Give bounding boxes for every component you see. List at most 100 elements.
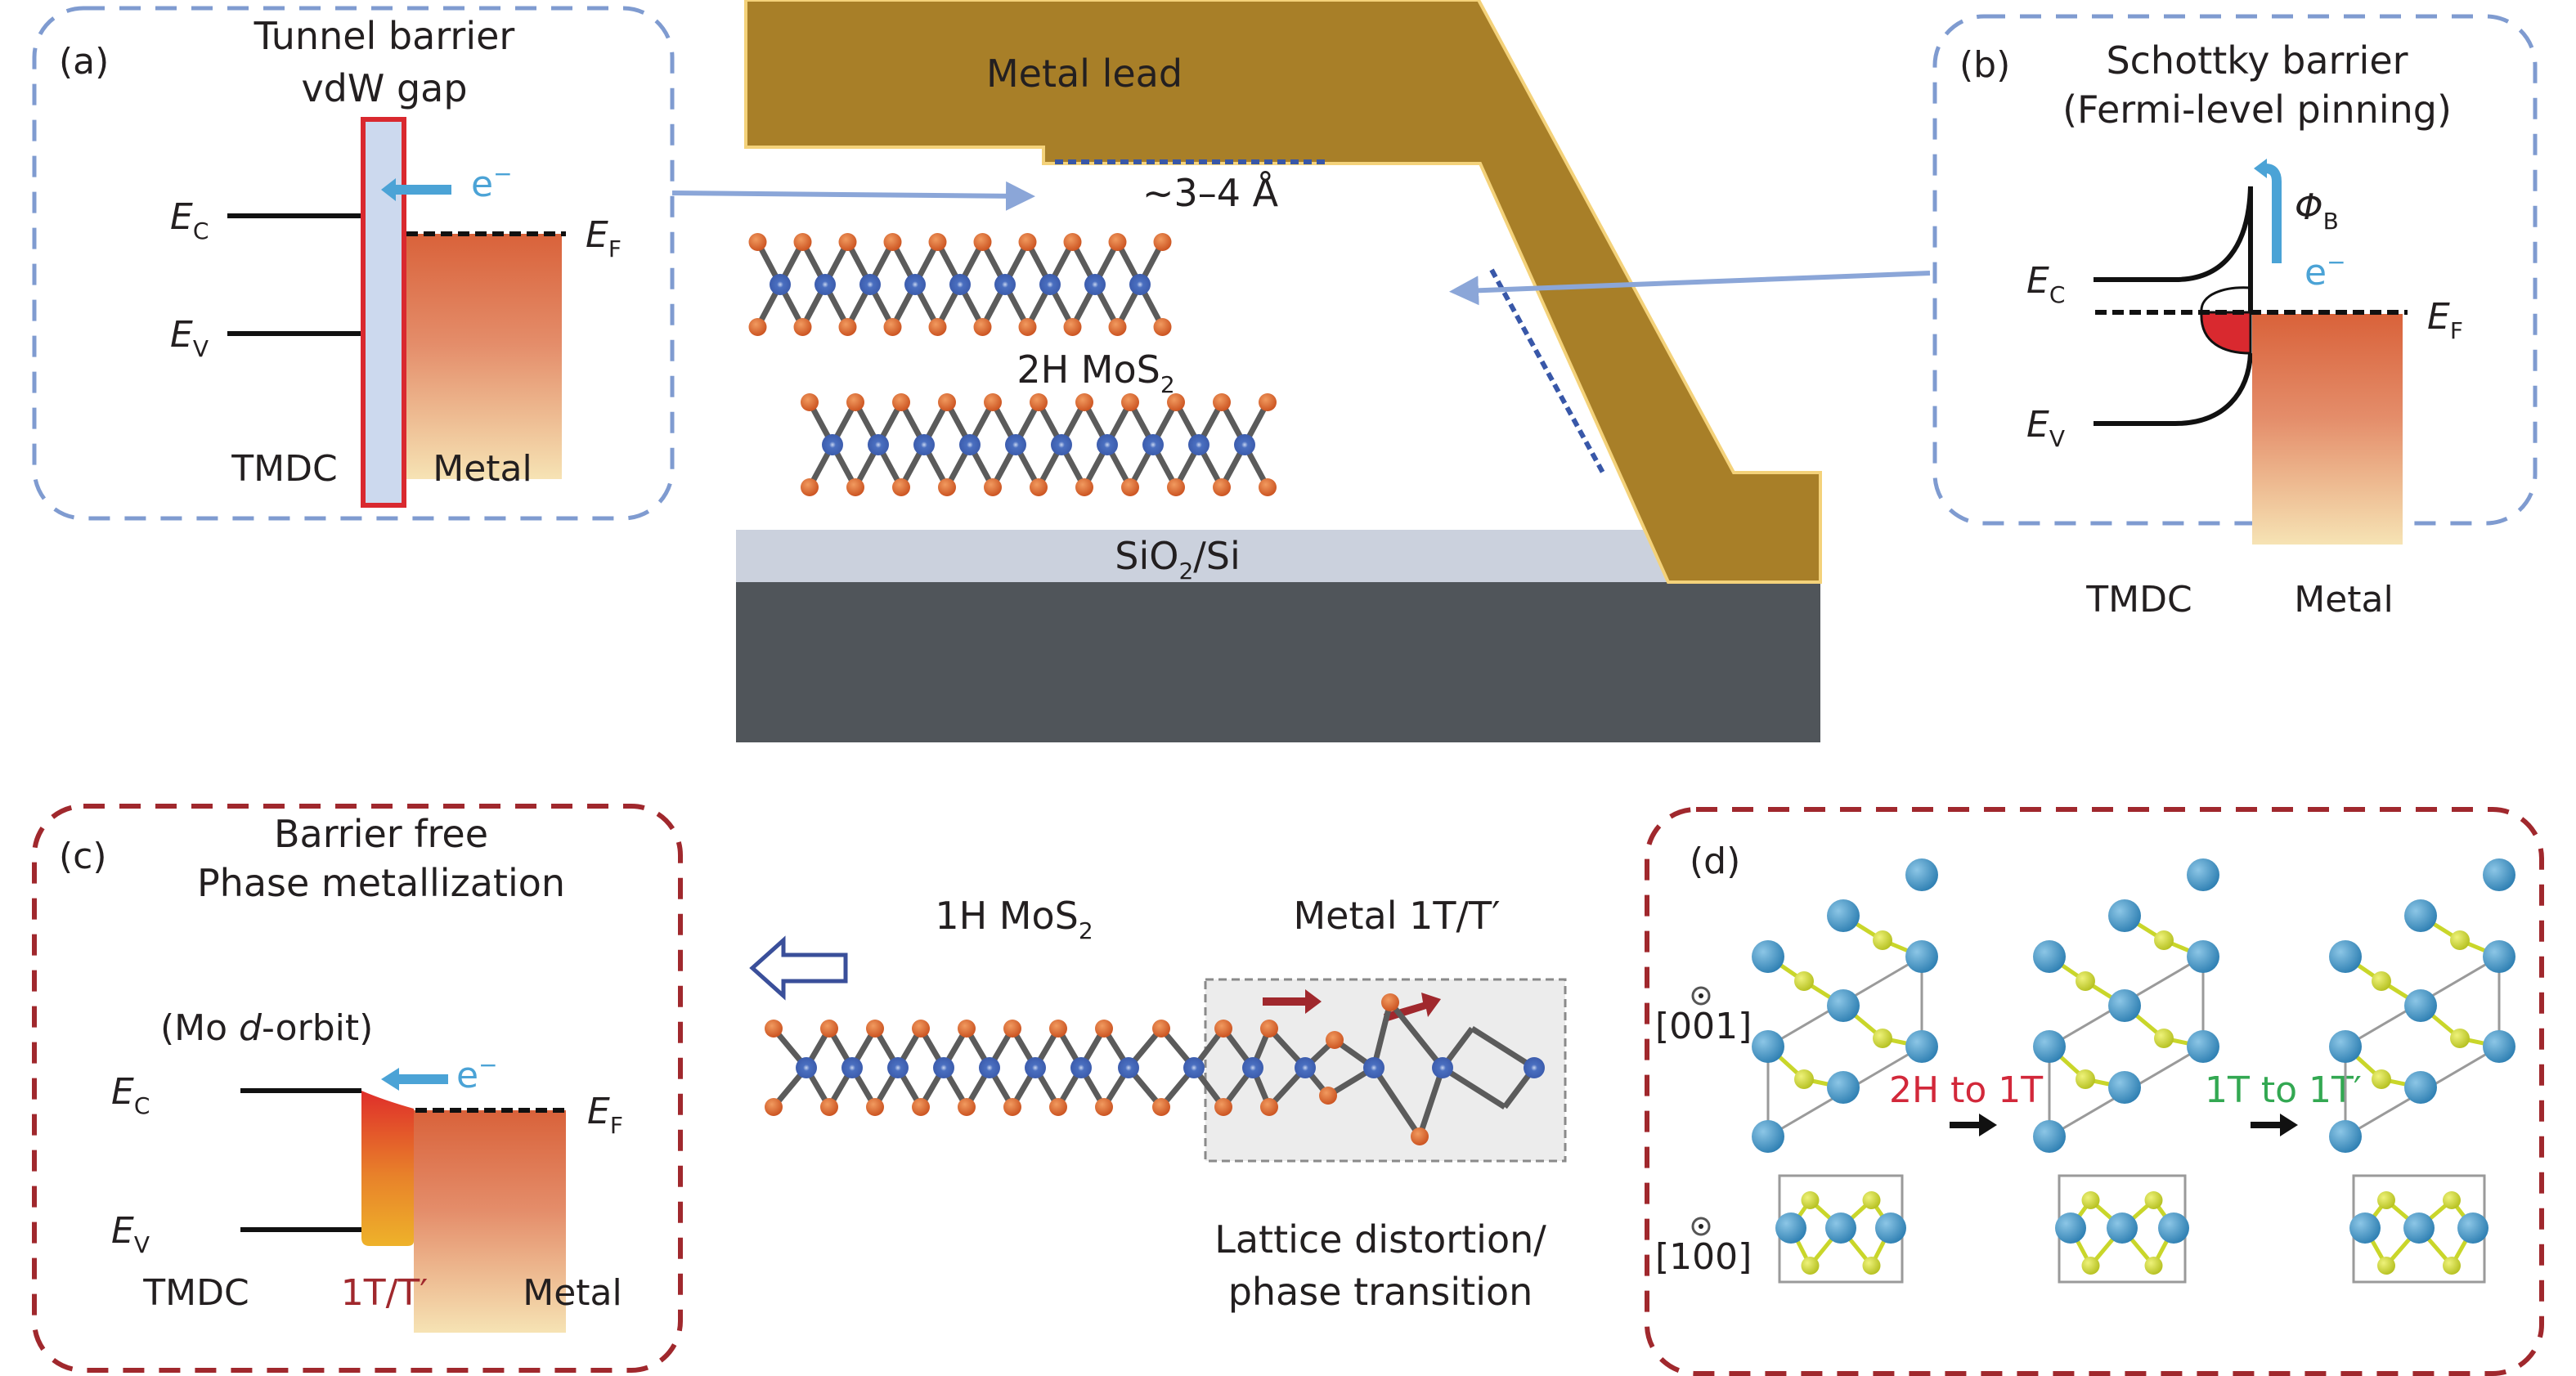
mos2-label: 2H MoS2 [1016, 347, 1174, 398]
mo-atom [1752, 1030, 1784, 1063]
connector-arrow-a [671, 181, 1035, 211]
panel-b: (b) Schottky barrier (Fermi-level pinnin… [1932, 14, 2538, 621]
s-atom [1794, 971, 1814, 991]
panel-b-label: (b) [1959, 44, 2010, 86]
mo-atom [1752, 940, 1784, 973]
electron-label: e− [471, 160, 513, 205]
s-atom [765, 1020, 783, 1038]
ec-label: EC [170, 196, 209, 244]
silicon-substrate [736, 582, 1820, 742]
s-atom [2081, 1191, 2100, 1209]
s-atom [2076, 1069, 2095, 1089]
mo-atom [949, 274, 971, 295]
panel-a: (a) Tunnel barrier vdW gap EC EV EF e− T… [32, 6, 675, 521]
s-atom [793, 233, 812, 251]
s-atom [1794, 1069, 1814, 1089]
s-atom [958, 1098, 976, 1116]
mo-atom [1129, 274, 1151, 295]
s-atom [1030, 478, 1048, 496]
mo-atom [2107, 1212, 2138, 1244]
mo-atom [796, 1057, 817, 1078]
step-arrow-1-icon [1950, 1114, 1997, 1136]
mo-atom [868, 434, 889, 455]
mo-atom [841, 1057, 863, 1078]
s-atom [1411, 1127, 1429, 1145]
s-atom [846, 478, 864, 496]
s-atom [1121, 393, 1139, 411]
electron-label: e− [456, 1051, 498, 1096]
mo-atom [1097, 434, 1118, 455]
s-atom [1801, 1257, 1820, 1275]
electron-arrow [2264, 164, 2282, 263]
crystal-structures [1752, 858, 2515, 1284]
phi-b-label: ΦB [2295, 186, 2339, 235]
mo-atom [1827, 989, 1860, 1022]
s-atom [1152, 1098, 1170, 1116]
conduction-band-bent [2094, 186, 2253, 282]
s-atom [973, 318, 992, 336]
s-atom [2081, 1257, 2100, 1275]
s-atom [1260, 1020, 1278, 1038]
s-atom [1873, 1029, 1892, 1048]
s-atom [748, 233, 767, 251]
orbit-label: (Mo d-orbit) [160, 1007, 373, 1049]
electron-arrow-head [381, 178, 396, 201]
mo-atom [1183, 1057, 1205, 1078]
mo-s-bond [1388, 1000, 1445, 1070]
s-atom [748, 318, 767, 336]
mo-atom [2108, 989, 2141, 1022]
mo-atom [2483, 940, 2515, 973]
mo-s-bond [1371, 1066, 1422, 1138]
mo-s-bond [1470, 1026, 1536, 1070]
s-atom [1075, 393, 1093, 411]
s-atom [2443, 1257, 2461, 1275]
panel-d: (d) [001] [100] 2H to 1T 1T to 1T′ [1645, 807, 2544, 1376]
panel-a-label: (a) [59, 41, 109, 83]
s-atom [1049, 1098, 1067, 1116]
s-atom [938, 393, 956, 411]
metal-label: Metal [2294, 579, 2393, 621]
s-atom [2450, 1029, 2470, 1048]
s-atom [2076, 971, 2095, 991]
lattice-transition: 1H MoS2 Metal 1T/T′ Lattice distortion/ … [749, 894, 1567, 1314]
mo-atom [2329, 1120, 2362, 1153]
s-atom [892, 393, 910, 411]
axis-100-label: [100] [1655, 1236, 1752, 1278]
mo-atom [1005, 434, 1026, 455]
s-atom [801, 478, 819, 496]
tmdc-label: TMDC [2085, 579, 2192, 621]
panel-b-title-2: (Fermi-level pinning) [2062, 87, 2452, 132]
mo-atom [2108, 899, 2141, 932]
mo-atom [1234, 434, 1255, 455]
panel-c-title-2: Phase metallization [197, 861, 565, 905]
metal-band-fill [414, 1110, 566, 1333]
s-atom [2443, 1191, 2461, 1209]
panel-a-title-1: Tunnel barrier [254, 14, 515, 58]
s-atom [820, 1098, 838, 1116]
panel-a-title-2: vdW gap [301, 66, 467, 110]
phase-1t-band [361, 1091, 414, 1246]
mo-atom [2483, 858, 2515, 891]
mo-atom [1363, 1057, 1384, 1078]
ef-label: EF [587, 1091, 623, 1139]
s-atom [1801, 1191, 1820, 1209]
panel-d-frame [1645, 807, 2544, 1376]
metal-lead [744, 0, 1822, 584]
ec-label: EC [111, 1071, 150, 1119]
pinning-states-top [2200, 286, 2251, 313]
s-atom [1152, 1020, 1170, 1038]
s-atom [1213, 393, 1231, 411]
tmdc-label-visible: TMDC [142, 1272, 249, 1314]
mo-atom [1051, 434, 1072, 455]
s-atom [1214, 1098, 1232, 1116]
s-atom [765, 1098, 783, 1116]
panel-d-label: (d) [1690, 840, 1740, 882]
s-atom [1259, 478, 1277, 496]
mo-atom [1025, 1057, 1046, 1078]
mo-s-bond [1371, 1002, 1393, 1069]
s-atom [1095, 1098, 1113, 1116]
s-atom [1153, 233, 1172, 251]
mo-atom [1242, 1057, 1263, 1078]
s-atom [1214, 1020, 1232, 1038]
mo-atom [2187, 1030, 2219, 1063]
